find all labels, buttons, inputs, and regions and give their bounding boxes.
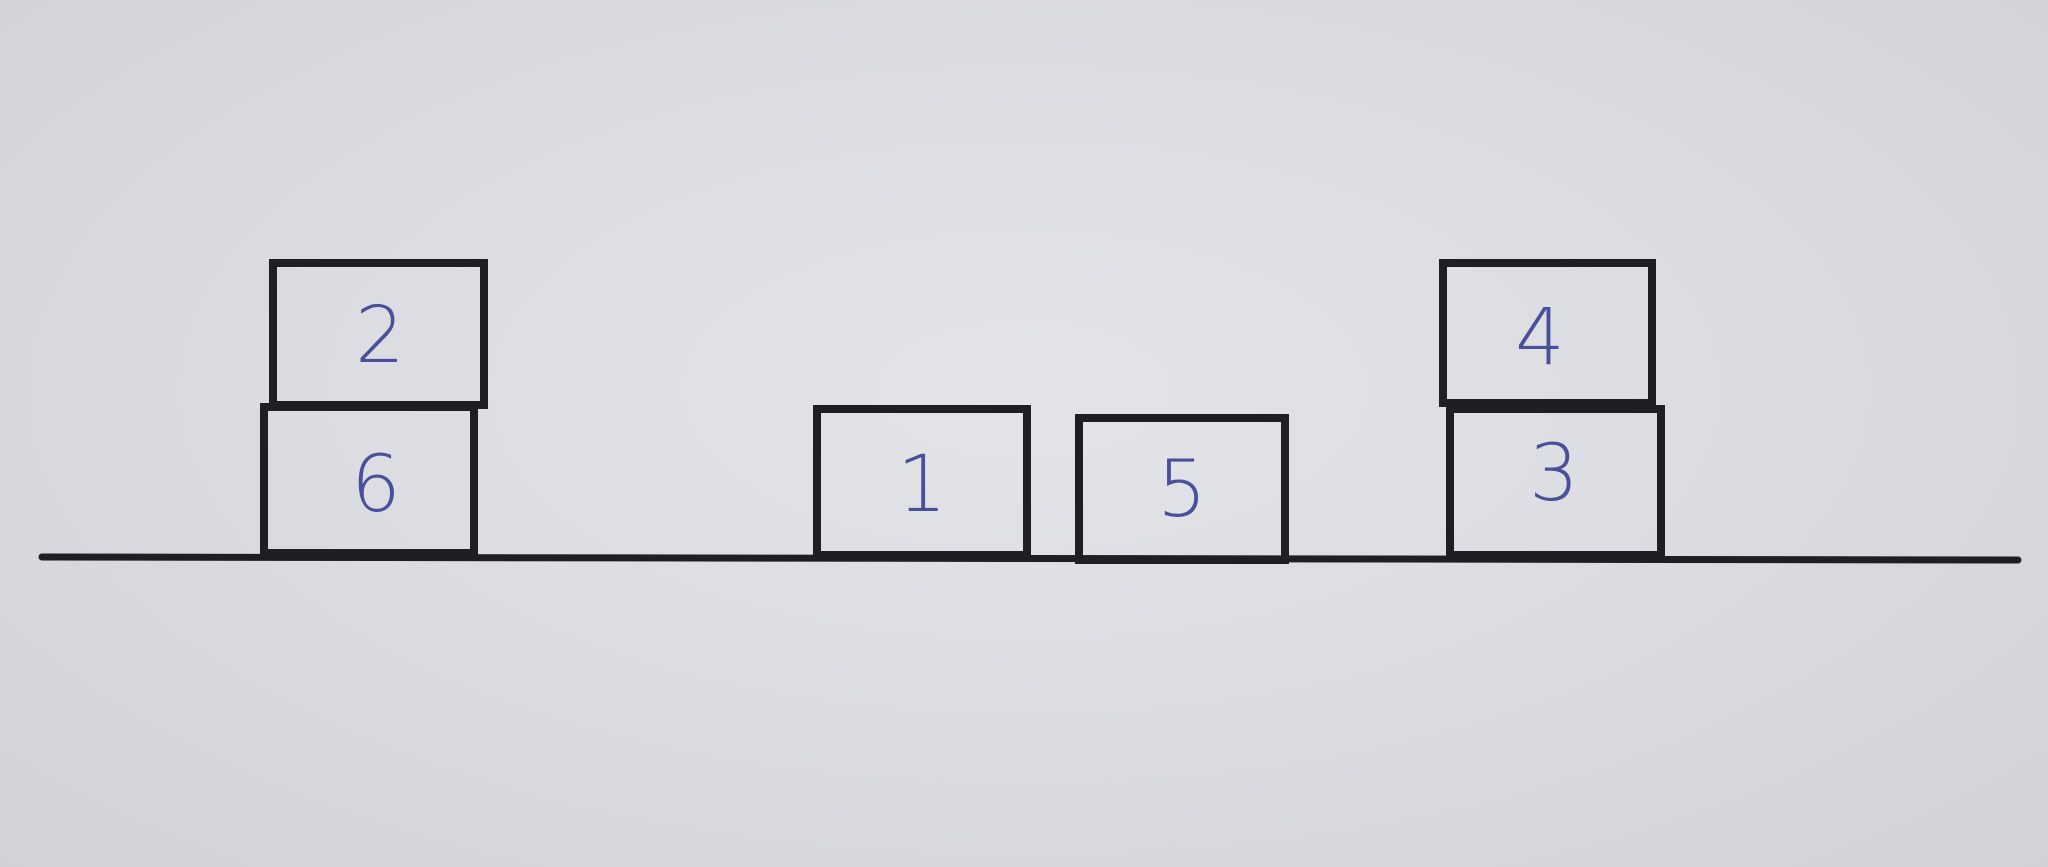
box-label: 5 (1157, 445, 1207, 535)
box-stack-left-top: 2 (269, 259, 488, 409)
box-outline (813, 405, 1031, 559)
box-single-center-left: 1 (813, 405, 1031, 559)
box-outline (1446, 405, 1665, 559)
box-outline (260, 403, 478, 557)
box-stack-left-bottom: 6 (260, 403, 478, 557)
box-stack-right-top: 4 (1439, 259, 1656, 407)
box-label: 2 (355, 291, 405, 381)
box-outline (1439, 259, 1656, 407)
right-stack: 4 3 (1439, 259, 1665, 559)
box-label: 3 (1529, 429, 1579, 519)
box-label: 1 (897, 440, 947, 530)
box-outline (1075, 414, 1289, 564)
box-label: 6 (351, 440, 401, 530)
left-stack: 2 6 (260, 259, 488, 557)
box-stack-right-bottom: 3 (1446, 405, 1665, 559)
box-label: 4 (1515, 293, 1565, 383)
box-single-center-right: 5 (1075, 414, 1289, 564)
